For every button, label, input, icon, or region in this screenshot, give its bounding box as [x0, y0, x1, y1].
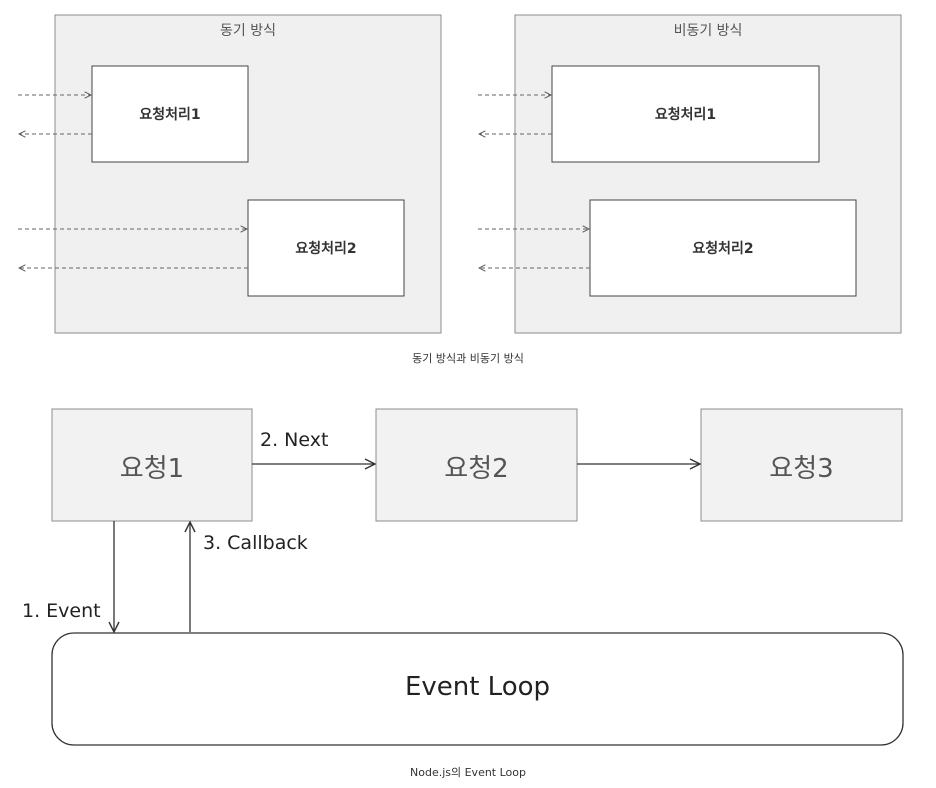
request-3-label: 요청3	[769, 454, 834, 484]
top-caption: 동기 방식과 비동기 방식	[412, 352, 524, 365]
event-loop-box	[51, 632, 904, 746]
async-request-box-2	[589, 199, 857, 297]
request-box-1	[51, 408, 253, 522]
event-loop-label: Event Loop	[404, 672, 551, 702]
bottom-caption: Node.js의 Event Loop	[410, 766, 526, 779]
request-box-2	[375, 408, 578, 522]
sync-box-1-label: 요청처리1	[139, 107, 201, 123]
request-1-label: 요청1	[119, 454, 185, 484]
async-box-2-label: 요청처리2	[692, 241, 754, 257]
sync-box-2-label: 요청처리2	[295, 241, 357, 257]
sync-panel-title: 동기 방식	[220, 23, 276, 39]
async-box-1-label: 요청처리1	[654, 107, 717, 123]
sync-request-box-2	[247, 199, 405, 297]
request-box-3	[700, 408, 903, 522]
next-label: 2. Next	[260, 429, 329, 451]
async-request-box-1	[551, 65, 820, 163]
request-2-label: 요청2	[444, 454, 509, 484]
sync-request-box-1	[91, 65, 249, 163]
async-panel-title: 비동기 방식	[673, 23, 743, 39]
callback-label: 3. Callback	[203, 532, 308, 554]
event-label: 1. Event	[22, 600, 101, 622]
